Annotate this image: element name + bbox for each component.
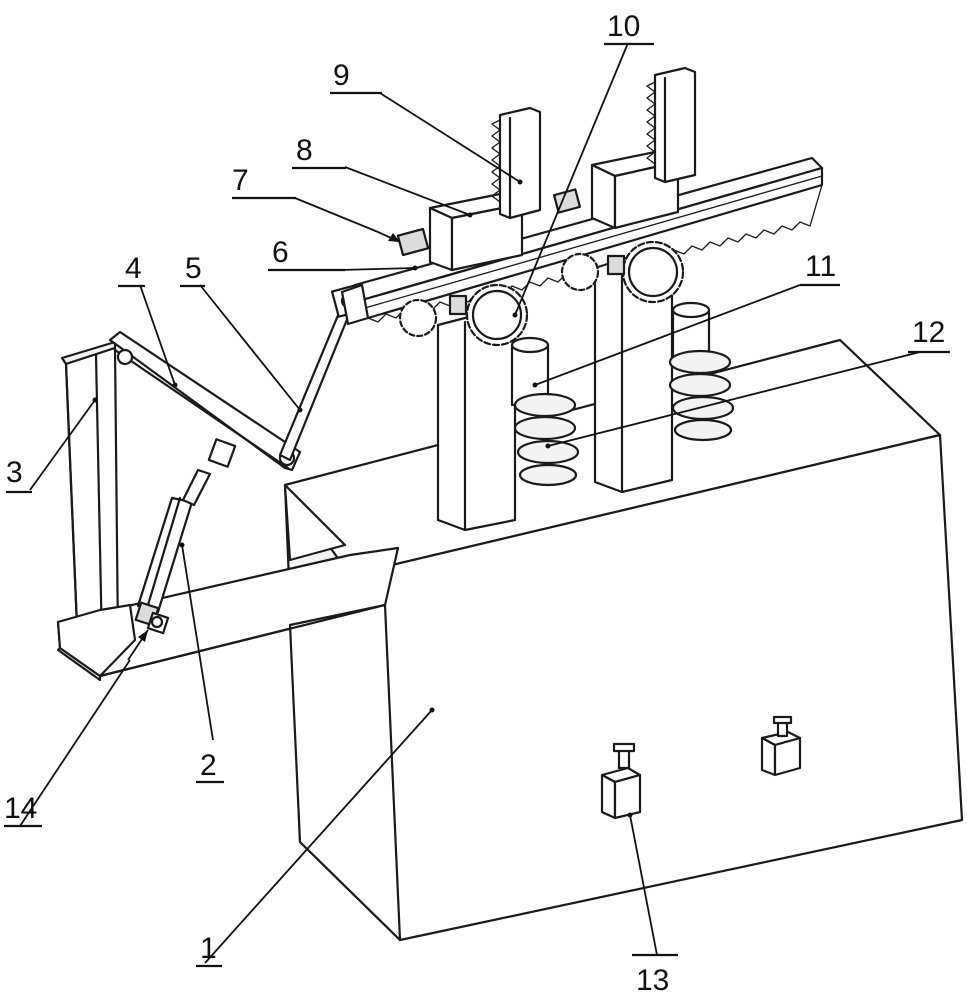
support-columns: [436, 250, 674, 532]
label-6: 6: [272, 236, 289, 269]
auger-left-flight-3: [516, 439, 580, 465]
label-14: 14: [4, 792, 37, 825]
auger-left-flight-1: [513, 392, 577, 418]
label-7: 7: [232, 164, 249, 197]
label-11: 11: [805, 250, 836, 283]
auger-right-flight-4: [673, 418, 733, 442]
label-5: 5: [185, 252, 202, 285]
auger-right-flight-2: [668, 372, 732, 398]
label-2: 2: [200, 749, 217, 782]
block-left-side: [428, 206, 454, 272]
label-1: 1: [200, 932, 217, 965]
gear-hub-right: [606, 254, 626, 276]
lower-block-face: [288, 603, 402, 942]
part-10-gears: [398, 240, 685, 347]
rack-left-teeth: [490, 119, 502, 203]
rack-right: [653, 66, 697, 184]
label-12: 12: [912, 316, 945, 349]
pointer-arrows: [127, 231, 401, 661]
link-rod-body: [278, 306, 352, 462]
gear-hub-left: [448, 294, 468, 316]
rack-right-teeth: [645, 81, 657, 165]
callout-labels: 1 2 3 4 5 6 7 8 9 10 11 12 13 14: [4, 10, 950, 997]
lever-pivot-top: [116, 348, 134, 366]
gear-small-1: [398, 298, 438, 338]
leader-lines: [19, 42, 921, 964]
clamp-right-side: [760, 736, 777, 777]
part-2-hydraulic-cylinder: [134, 438, 237, 635]
clamp-left-front: [613, 773, 642, 820]
clamp-right-front: [773, 736, 802, 777]
label-10: 10: [607, 10, 640, 43]
clamp-left-side: [600, 773, 617, 820]
part-3-vertical-post: [56, 340, 137, 678]
post-foot: [56, 603, 137, 678]
label-4: 4: [125, 252, 142, 285]
rack-left: [498, 106, 542, 220]
body-notch: [283, 483, 347, 562]
label-8: 8: [296, 134, 313, 167]
label-9: 9: [333, 59, 350, 92]
small-gear-7: [396, 227, 430, 257]
post-front: [64, 346, 120, 652]
cylinder-top-clevis: [207, 438, 237, 468]
part-4-lever-arm: [108, 330, 302, 472]
part-7-small-gear: [396, 188, 582, 257]
auger-right-flight-3: [671, 395, 735, 421]
lever-arm-body: [108, 330, 302, 472]
part-11-12-augers: [510, 301, 735, 487]
gear-small-2: [560, 252, 600, 292]
auger-left-flight-4: [518, 463, 578, 487]
label-3: 3: [6, 456, 23, 489]
part-9-vertical-racks: [490, 66, 697, 220]
block-right-side: [590, 163, 617, 230]
small-gear-7b: [552, 188, 582, 214]
part-8-slider-blocks: [428, 150, 680, 272]
cylinder-rod: [181, 468, 212, 507]
label-13: 13: [636, 964, 669, 997]
auger-left-flight-2: [513, 415, 577, 441]
part-13-clamps: [600, 715, 802, 820]
block-left-front: [450, 202, 524, 272]
auger-right-flight-1: [668, 349, 732, 375]
rail-end-block: [340, 283, 370, 326]
